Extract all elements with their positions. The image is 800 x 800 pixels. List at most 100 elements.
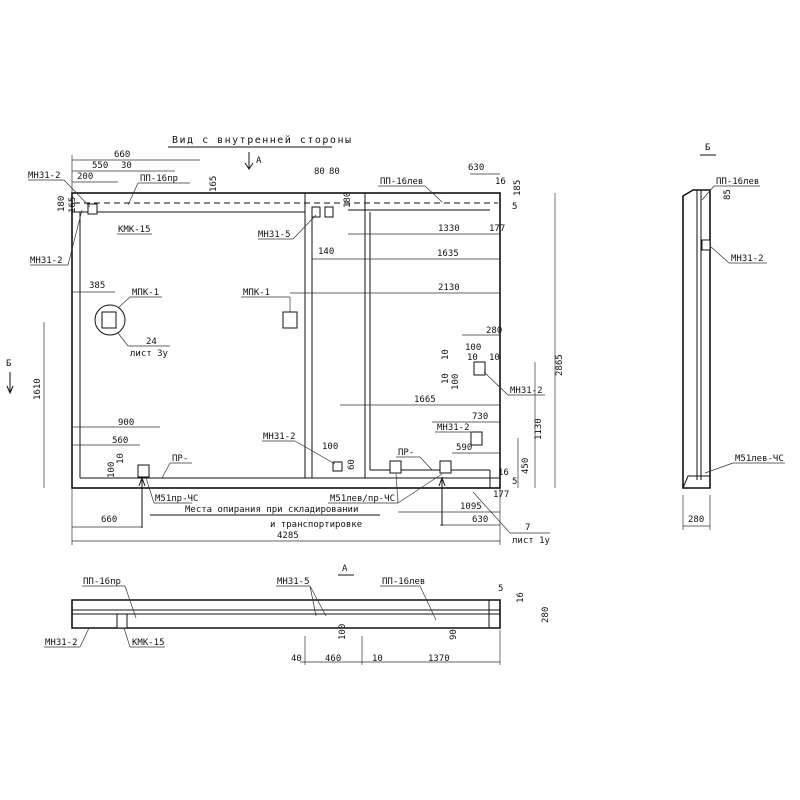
mn31-2-plate (473, 361, 486, 376)
dim: 1095 (460, 502, 482, 512)
dim: 5 (512, 202, 517, 212)
mn31-5-plate (324, 206, 334, 218)
dim: 660 (114, 150, 130, 160)
dim: 630 (468, 163, 484, 173)
view-arrow-a: А (244, 152, 262, 170)
callout-label: ПП-16пр (83, 577, 121, 587)
callout-label: МН31-2 (28, 171, 61, 181)
mn31-2-plate (87, 203, 98, 215)
view-a: А ПП-16пр МН31-5 ПП-16лев МН31-2 КМК-15 … (44, 564, 551, 665)
dim: 177 (489, 224, 505, 234)
callout-label: лист 3у (130, 349, 169, 359)
dim: 30 (121, 161, 132, 171)
m51-plate (389, 460, 402, 474)
dim: 730 (472, 412, 488, 422)
section-arrow-b: Б (6, 359, 14, 395)
dim: 16 (495, 177, 506, 187)
dim: 10 (441, 349, 451, 360)
view-title: Вид с внутренней стороны (172, 134, 353, 146)
callout-label: ПР- (398, 448, 414, 458)
dim: 280 (688, 515, 704, 525)
dim: 280 (541, 607, 551, 623)
callout-label: М51лев-ЧС (735, 454, 784, 464)
dim: 200 (77, 172, 93, 182)
callout-label: ПП-16пр (140, 174, 178, 184)
mn31-5-plate (311, 206, 321, 218)
dim: 10 (116, 453, 126, 464)
m51-plate (137, 464, 150, 478)
callout-label: 24 (146, 337, 157, 347)
mn31-2-plate (470, 431, 483, 446)
dim: 180 (343, 192, 353, 208)
dim: 16 (498, 468, 509, 478)
dim: 550 (92, 161, 108, 171)
dim: 900 (118, 418, 134, 428)
callout-label: МПК-1 (243, 288, 270, 298)
callout-label: лист 1у (512, 536, 551, 546)
section-b-view: Б ПП-16лев 85 МН31-2 М51лев-ЧС 280 (682, 143, 785, 530)
mn31-2-plate (701, 239, 711, 251)
callout-label: КМК-15 (132, 638, 165, 648)
dim: 100 (465, 343, 481, 353)
dim: 177 (493, 490, 509, 500)
view-title: А (342, 564, 348, 574)
callouts: МН31-2 ПП-16пр КМК-15 МН31-2 МН31-5 ПП-1… (28, 171, 551, 546)
dim: 60 (347, 459, 357, 470)
mn31-2-plate (332, 461, 343, 472)
dim: 1635 (437, 249, 459, 259)
dimension-values: 660 550 30 200 165 180 165 80 80 180 140… (33, 150, 565, 541)
dim: 560 (112, 436, 128, 446)
callout-label: МН31-5 (258, 230, 291, 240)
dim: 90 (449, 629, 459, 640)
dim: 40 (291, 654, 302, 664)
callout-label: МН31-2 (45, 638, 78, 648)
mpk-1-plate (101, 311, 117, 329)
dimension-lines (43, 155, 556, 545)
dim: 5 (498, 584, 503, 594)
callout-label: ПП-16лев (380, 177, 423, 187)
callout-label: МПК-1 (132, 288, 159, 298)
dim: 1330 (438, 224, 460, 234)
dim: 1610 (33, 378, 43, 400)
callout-label: МН31-2 (510, 386, 543, 396)
kmk-15-plate (116, 613, 128, 629)
dim: 10 (372, 654, 383, 664)
dim: 80 (329, 167, 340, 177)
mpk-1-circle (94, 304, 126, 336)
callout-label: М51пр-ЧС (155, 494, 198, 504)
section-title: Б (705, 143, 710, 153)
callout-label: МН31-5 (277, 577, 310, 587)
dim: 450 (521, 458, 531, 474)
dim: 10 (489, 353, 500, 363)
callout-label: ПП-16лев (382, 577, 425, 587)
dim: 660 (101, 515, 117, 525)
dim: 1665 (414, 395, 436, 405)
main-view: Вид с внутренней стороны А (6, 134, 565, 546)
callout-label: МН31-2 (731, 254, 764, 264)
support-note: и транспортировке (270, 520, 362, 530)
dim: 85 (723, 189, 733, 200)
callout-label: МН31-2 (263, 432, 296, 442)
dim: 100 (338, 624, 348, 640)
callout-label: М51лев/пр-ЧС (330, 494, 395, 504)
callout-label: ПР- (172, 454, 188, 464)
dim: 100 (322, 442, 338, 452)
dim: 165 (68, 197, 78, 213)
dim: 140 (318, 247, 334, 257)
callout-label: МН31-2 (30, 256, 63, 266)
dim: 2865 (555, 354, 565, 376)
dim: 590 (456, 443, 472, 453)
embedded-parts (87, 203, 486, 478)
dim: 10 (467, 353, 478, 363)
dim: 2130 (438, 283, 460, 293)
view-arrow-label: А (256, 156, 262, 166)
dim: 630 (472, 515, 488, 525)
dim: 1130 (534, 418, 544, 440)
dim: 1370 (428, 654, 450, 664)
support-note: Места опирания при складировании (185, 505, 358, 515)
callout-label: КМК-15 (118, 225, 151, 235)
m51-plate (439, 460, 452, 474)
dim: 180 (57, 196, 67, 212)
dim: 385 (89, 281, 105, 291)
